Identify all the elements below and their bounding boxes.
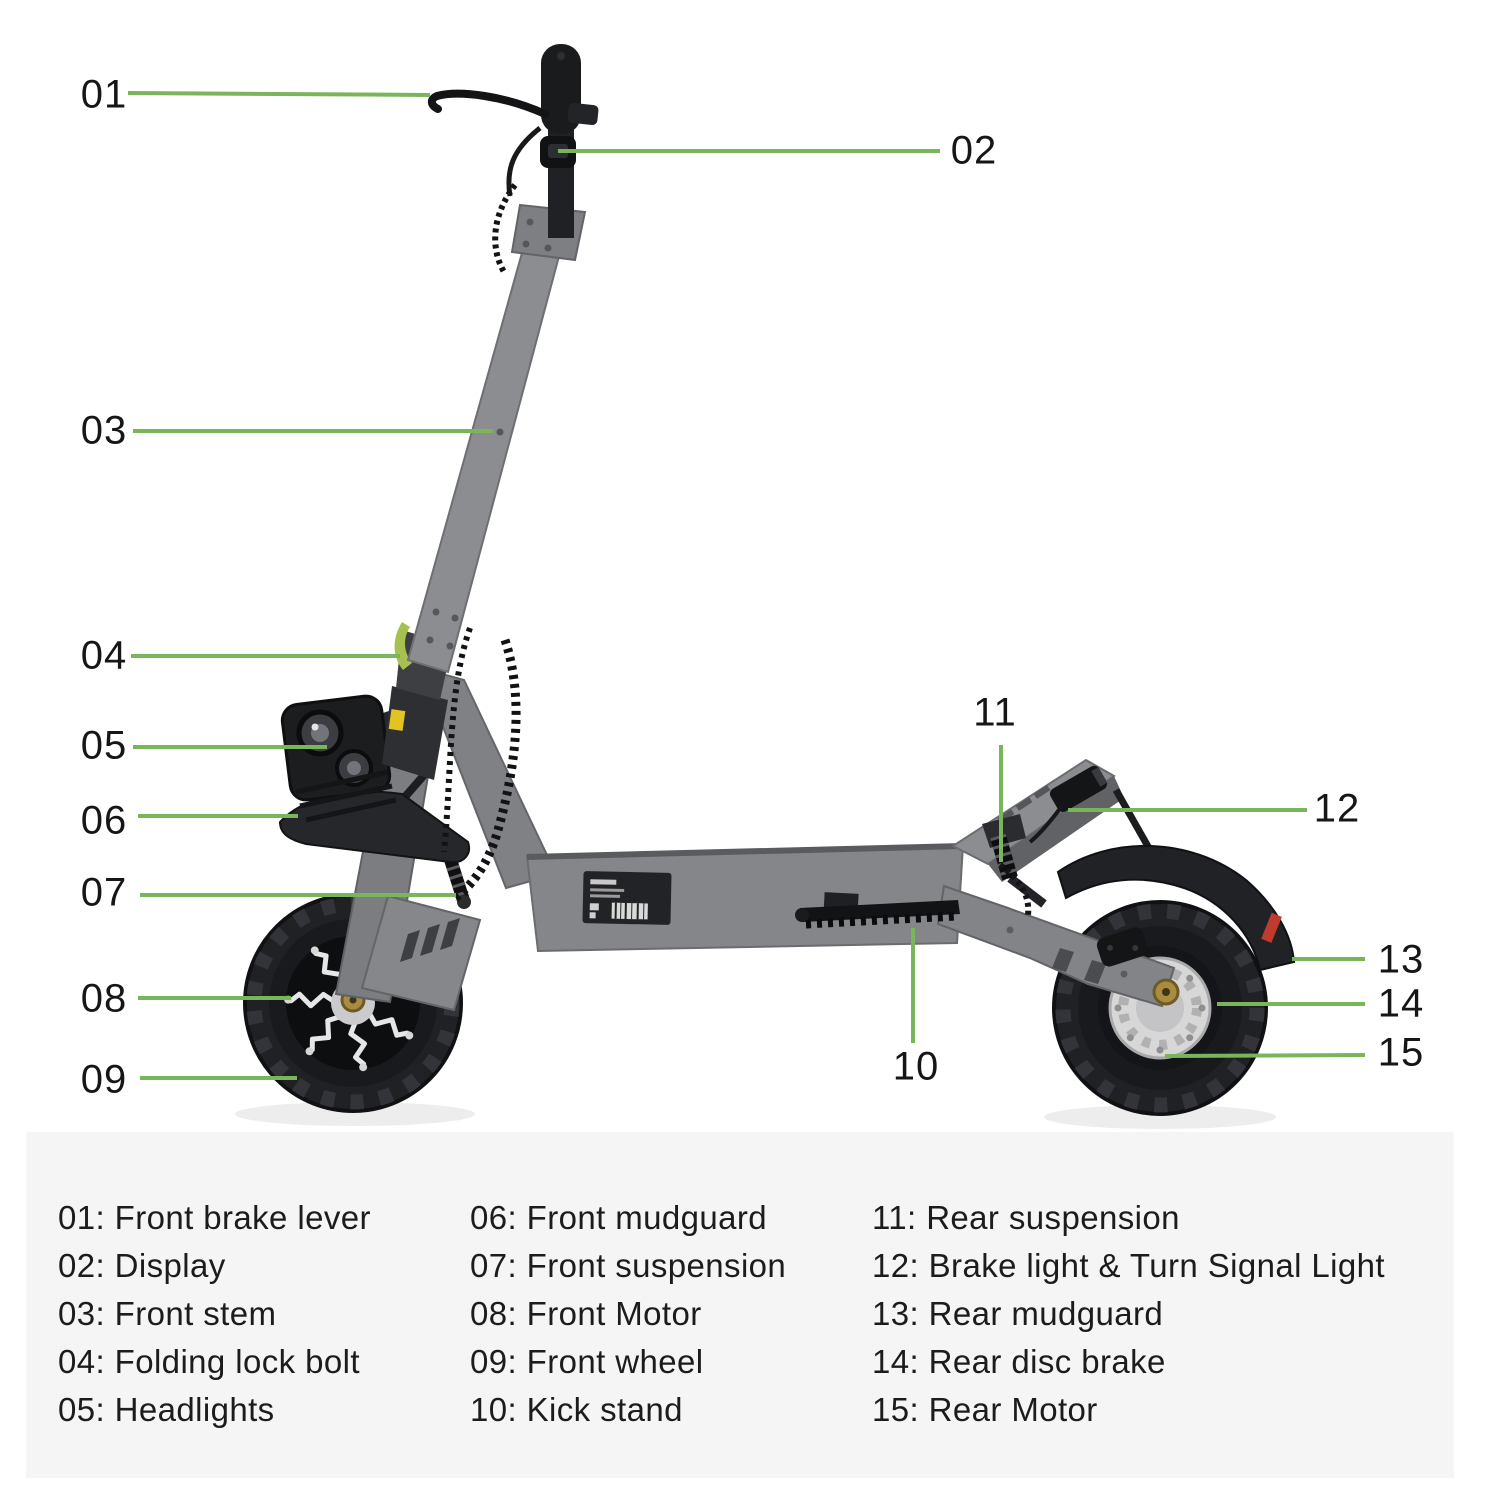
callout-line-15 — [1164, 1053, 1366, 1058]
legend-item-10: 10: Kick stand — [470, 1391, 683, 1428]
callout-label-11: 11 — [973, 690, 1017, 735]
callout-line-01 — [127, 91, 431, 97]
callout-label-04: 04 — [80, 633, 128, 678]
legend-item-09: 09: Front wheel — [470, 1343, 704, 1380]
legend-column-2: 06: Front mudguard 07: Front suspension … — [470, 1194, 786, 1434]
brake-light — [1049, 765, 1108, 812]
legend-item-03: 03: Front stem — [58, 1295, 277, 1332]
callout-label-06: 06 — [80, 798, 128, 843]
cables — [441, 126, 1032, 916]
legend-item-05: 05: Headlights — [58, 1391, 275, 1428]
front-brake-lever — [427, 89, 549, 118]
rear-swingarm — [936, 884, 1180, 1008]
callout-lines — [127, 91, 1366, 1080]
callout-label-08: 08 — [80, 976, 128, 1021]
brake-light-cable — [1028, 804, 1064, 844]
deck-label-plate — [582, 871, 672, 925]
handlebar — [427, 44, 599, 238]
callout-label-12: 12 — [1313, 786, 1361, 831]
rear-mudguard — [1056, 844, 1296, 972]
callout-label-09: 09 — [80, 1057, 128, 1102]
callout-label-07: 07 — [80, 870, 128, 915]
callout-label-03: 03 — [80, 408, 128, 453]
callout-label-05: 05 — [80, 723, 128, 768]
legend-item-07: 07: Front suspension — [470, 1247, 787, 1284]
legend-item-01: 01: Front brake lever — [58, 1199, 371, 1236]
legend-item-14: 14: Rear disc brake — [872, 1343, 1166, 1380]
callout-label-10: 10 — [892, 1044, 940, 1089]
deck — [525, 843, 965, 953]
legend-column-1: 01: Front brake lever 02: Display 03: Fr… — [58, 1194, 371, 1434]
legend-panel: 01: Front brake lever 02: Display 03: Fr… — [26, 1132, 1454, 1478]
legend-item-12: 12: Brake light & Turn Signal Light — [872, 1247, 1385, 1284]
callout-label-02: 02 — [950, 128, 998, 173]
legend-item-04: 04: Folding lock bolt — [58, 1343, 360, 1380]
callout-label-13: 13 — [1377, 937, 1425, 982]
callout-label-15: 15 — [1377, 1030, 1425, 1075]
legend-item-06: 06: Front mudguard — [470, 1199, 768, 1236]
throttle — [567, 102, 599, 126]
front-stem — [406, 203, 587, 674]
wheel-shadows — [235, 1102, 1276, 1129]
legend-item-11: 11: Rear suspension — [872, 1199, 1180, 1236]
legend-item-13: 13: Rear mudguard — [872, 1295, 1164, 1332]
headlights — [280, 694, 416, 823]
legend-item-02: 02: Display — [58, 1247, 226, 1284]
callout-label-14: 14 — [1377, 981, 1425, 1026]
legend-item-15: 15: Rear Motor — [872, 1391, 1098, 1428]
callout-label-01: 01 — [80, 72, 128, 117]
legend-item-08: 08: Front Motor — [470, 1295, 702, 1332]
kickstand — [795, 892, 960, 929]
legend-column-3: 11: Rear suspension 12: Brake light & Tu… — [872, 1194, 1385, 1434]
tail-light — [1261, 912, 1282, 943]
